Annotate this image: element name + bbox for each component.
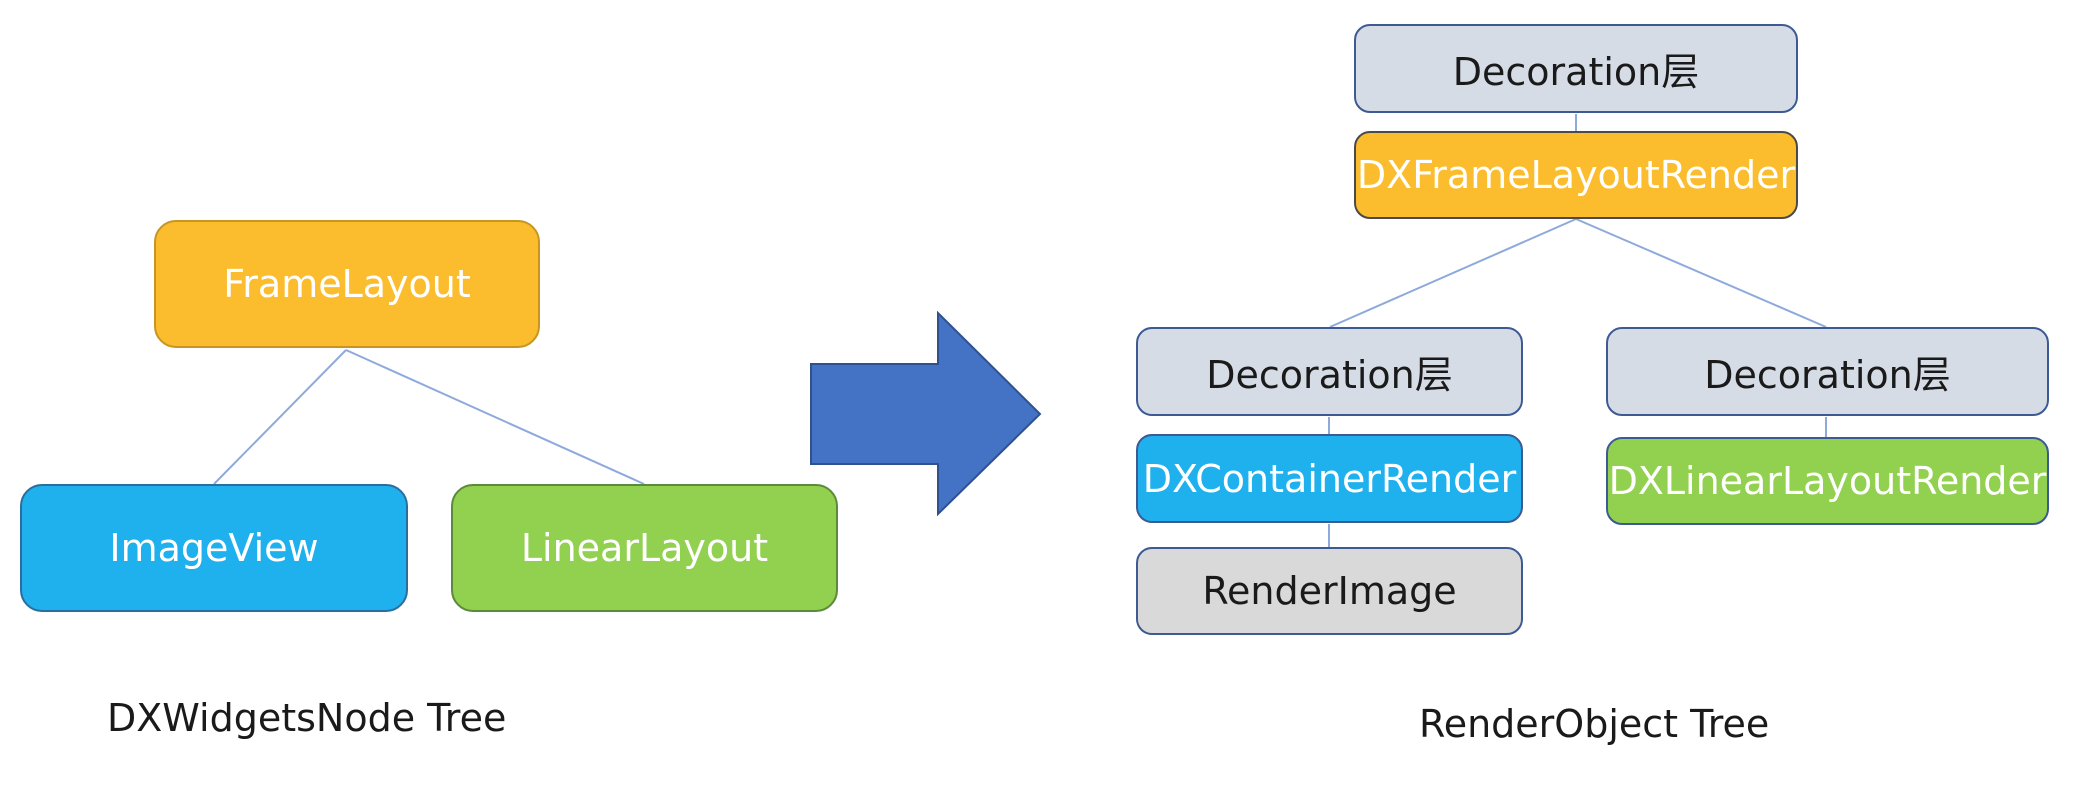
- right-tree-caption: RenderObject Tree: [1419, 702, 1770, 746]
- right-decoration-node: Decoration层: [1606, 327, 2049, 416]
- top-decoration-label: Decoration层: [1452, 50, 1700, 94]
- imageview-label: ImageView: [109, 526, 319, 570]
- dxframelayoutrender-label: DXFrameLayoutRender: [1356, 153, 1796, 197]
- edge-root-left-decoration: [1329, 218, 1577, 328]
- imageview-node: ImageView: [20, 484, 408, 612]
- framelayout-node: FrameLayout: [154, 220, 540, 348]
- dxlinearlayoutrender-label: DXLinearLayoutRender: [1608, 459, 2047, 503]
- framelayout-label: FrameLayout: [223, 262, 471, 306]
- edge-framelayout-imageview: [213, 349, 347, 485]
- renderimage-label: RenderImage: [1202, 569, 1457, 613]
- left-decoration-node: Decoration层: [1136, 327, 1523, 416]
- left-decoration-label: Decoration层: [1206, 353, 1453, 397]
- transform-arrow: [810, 310, 1042, 517]
- renderimage-node: RenderImage: [1136, 547, 1523, 635]
- right-decoration-label: Decoration层: [1704, 353, 1951, 397]
- dxcontainerrender-label: DXContainerRender: [1142, 456, 1517, 501]
- dxcontainerrender-node: DXContainerRender: [1136, 434, 1523, 523]
- linearlayout-label: LinearLayout: [520, 526, 769, 570]
- dxlinearlayoutrender-node: DXLinearLayoutRender: [1606, 437, 2049, 525]
- edge-root-right-decoration: [1575, 218, 1827, 328]
- linearlayout-node: LinearLayout: [451, 484, 838, 612]
- left-tree-caption: DXWidgetsNode Tree: [107, 696, 507, 740]
- dxframelayoutrender-node: DXFrameLayoutRender: [1354, 131, 1798, 219]
- edge-framelayout-linearlayout: [345, 349, 645, 485]
- top-decoration-node: Decoration层: [1354, 24, 1798, 113]
